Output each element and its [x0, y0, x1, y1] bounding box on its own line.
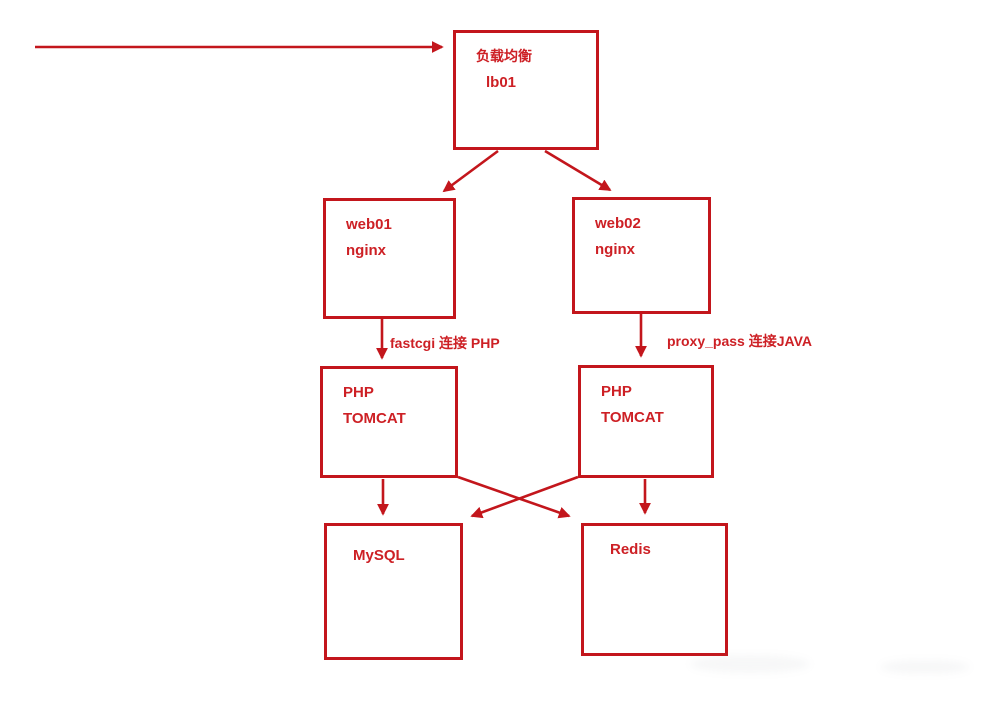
node-web01: web01 nginx: [323, 198, 456, 319]
node-php-tomcat-left-line2: TOMCAT: [343, 410, 406, 427]
edge-php-tomcat-right-mysql: [470, 475, 579, 519]
node-redis-name: Redis: [610, 541, 651, 558]
node-web01-service: nginx: [346, 242, 386, 259]
node-web02-name: web02: [595, 215, 641, 232]
node-lb01-name: lb01: [486, 74, 517, 91]
node-web01-name: web01: [346, 216, 392, 233]
node-redis: Redis: [581, 523, 728, 656]
node-mysql: MySQL: [324, 523, 463, 660]
node-web02: web02 nginx: [572, 197, 711, 314]
node-mysql-name: MySQL: [353, 547, 405, 564]
node-php-tomcat-right-line2: TOMCAT: [601, 409, 664, 426]
node-lb01: 负载均衡 lb01: [453, 30, 599, 150]
node-web02-service: nginx: [595, 241, 635, 258]
node-php-tomcat-left: PHP TOMCAT: [320, 366, 458, 478]
node-php-tomcat-right-line1: PHP: [601, 383, 632, 400]
edge-lb01-web02: [544, 149, 612, 192]
node-php-tomcat-right: PHP TOMCAT: [578, 365, 714, 478]
scan-smudge: [880, 660, 970, 674]
scan-smudge: [690, 655, 810, 673]
edge-lb01-web01: [442, 149, 499, 193]
node-lb01-title: 负载均衡: [476, 49, 532, 65]
node-php-tomcat-left-line1: PHP: [343, 384, 374, 401]
edge-label-fastcgi: fastcgi 连接 PHP: [390, 335, 500, 351]
edge-php-tomcat-left-redis: [457, 475, 571, 519]
edge-label-proxy-pass: proxy_pass 连接JAVA: [667, 333, 812, 349]
